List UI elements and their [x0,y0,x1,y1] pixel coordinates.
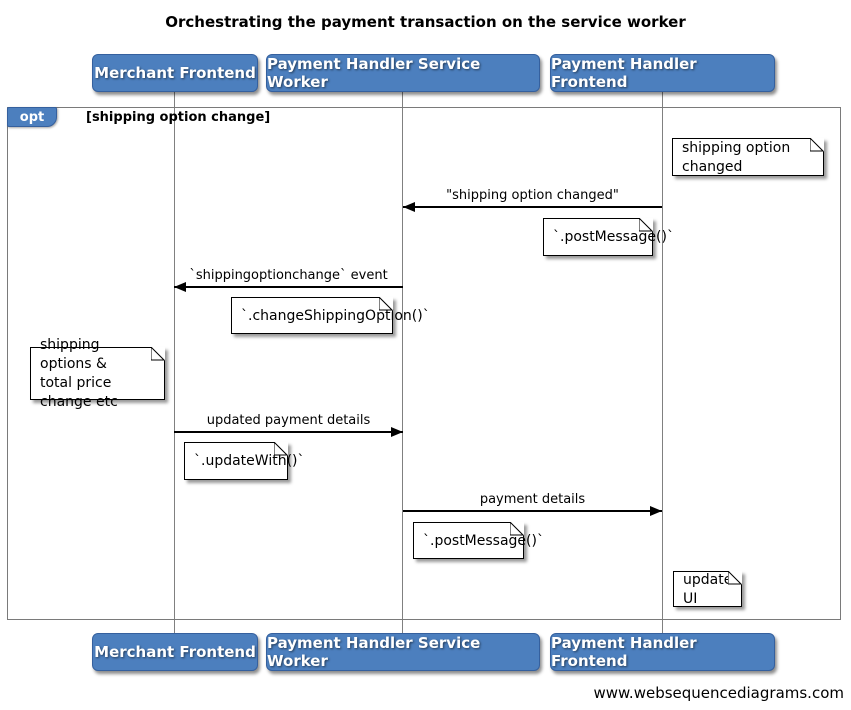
note-dogear-icon [274,442,288,456]
note-dogear-icon [728,571,742,585]
note-dogear-icon [639,218,653,232]
message-label: "shipping option changed" [446,188,619,203]
message-line [403,202,662,212]
note-update-ui: update UI [673,571,742,607]
note-text: `.changeShippingOption()` [241,307,430,324]
message-payment-details: payment details [403,492,662,516]
watermark-websequencediagrams: www.websequencediagrams.com [593,684,845,702]
note-dogear-icon [151,347,165,361]
actor-payment-handler-frontend-bottom: Payment Handler Frontend [550,633,775,671]
note-shipping-options-total-price: shipping options & total price change et… [30,337,165,410]
note-dogear-icon [810,138,824,152]
note-shipping-option-changed: shipping option changed [672,138,824,176]
message-label: updated payment details [206,413,371,428]
message-line [403,506,662,516]
actor-label: Merchant Frontend [94,643,256,661]
opt-guard-label: [shipping option change] [86,110,271,125]
note-postmessage-1: `.postMessage()` [543,218,674,256]
actor-merchant-frontend-top: Merchant Frontend [92,54,258,92]
arrowhead-right-icon [650,506,662,516]
note-dogear-icon [510,522,524,536]
actor-label: Payment Handler Frontend [551,55,697,91]
lifeline-merchant-frontend [174,92,175,633]
note-text: shipping options & total price change et… [40,337,118,410]
note-updatewith: `.updateWith()` [184,442,305,480]
note-text: update UI [683,571,733,607]
message-shipping-option-changed: "shipping option changed" [403,188,662,212]
message-shippingoptionchange-event: `shippingoptionchange` event [174,268,403,292]
actor-payment-handler-frontend-top: Payment Handler Frontend [550,54,775,92]
opt-operator-tab: opt [7,107,57,127]
actor-label: Merchant Frontend [94,64,256,82]
actor-merchant-frontend-bottom: Merchant Frontend [92,633,258,671]
diagram-title: Orchestrating the payment transaction on… [165,13,686,31]
message-label: `shippingoptionchange` event [189,268,388,283]
note-text: `.updateWith()` [194,453,305,469]
note-dogear-icon [379,297,393,311]
message-line [174,427,403,437]
message-updated-payment-details: updated payment details [174,413,403,437]
actor-service-worker-top: Payment Handler Service Worker [266,54,540,92]
opt-frame: opt [shipping option change] [7,107,841,620]
lifeline-service-worker [402,92,403,633]
actor-label: Payment Handler Service Worker [267,55,481,91]
actor-label: Payment Handler Frontend [551,634,697,670]
lifeline-payment-handler-frontend [662,92,663,633]
arrowhead-left-icon [174,282,186,292]
note-postmessage-2: `.postMessage()` [413,522,544,559]
note-text: `.postMessage()` [423,532,544,549]
actor-label: Payment Handler Service Worker [267,634,481,670]
arrowhead-right-icon [391,427,403,437]
arrowhead-left-icon [403,202,415,212]
note-changeshippingoption: `.changeShippingOption()` [231,297,430,334]
opt-operator-label: opt [19,109,45,125]
note-text: `.postMessage()` [553,229,674,245]
message-label: payment details [479,492,586,507]
actor-service-worker-bottom: Payment Handler Service Worker [266,633,540,671]
note-text: shipping option changed [682,139,791,175]
message-line [174,282,403,292]
